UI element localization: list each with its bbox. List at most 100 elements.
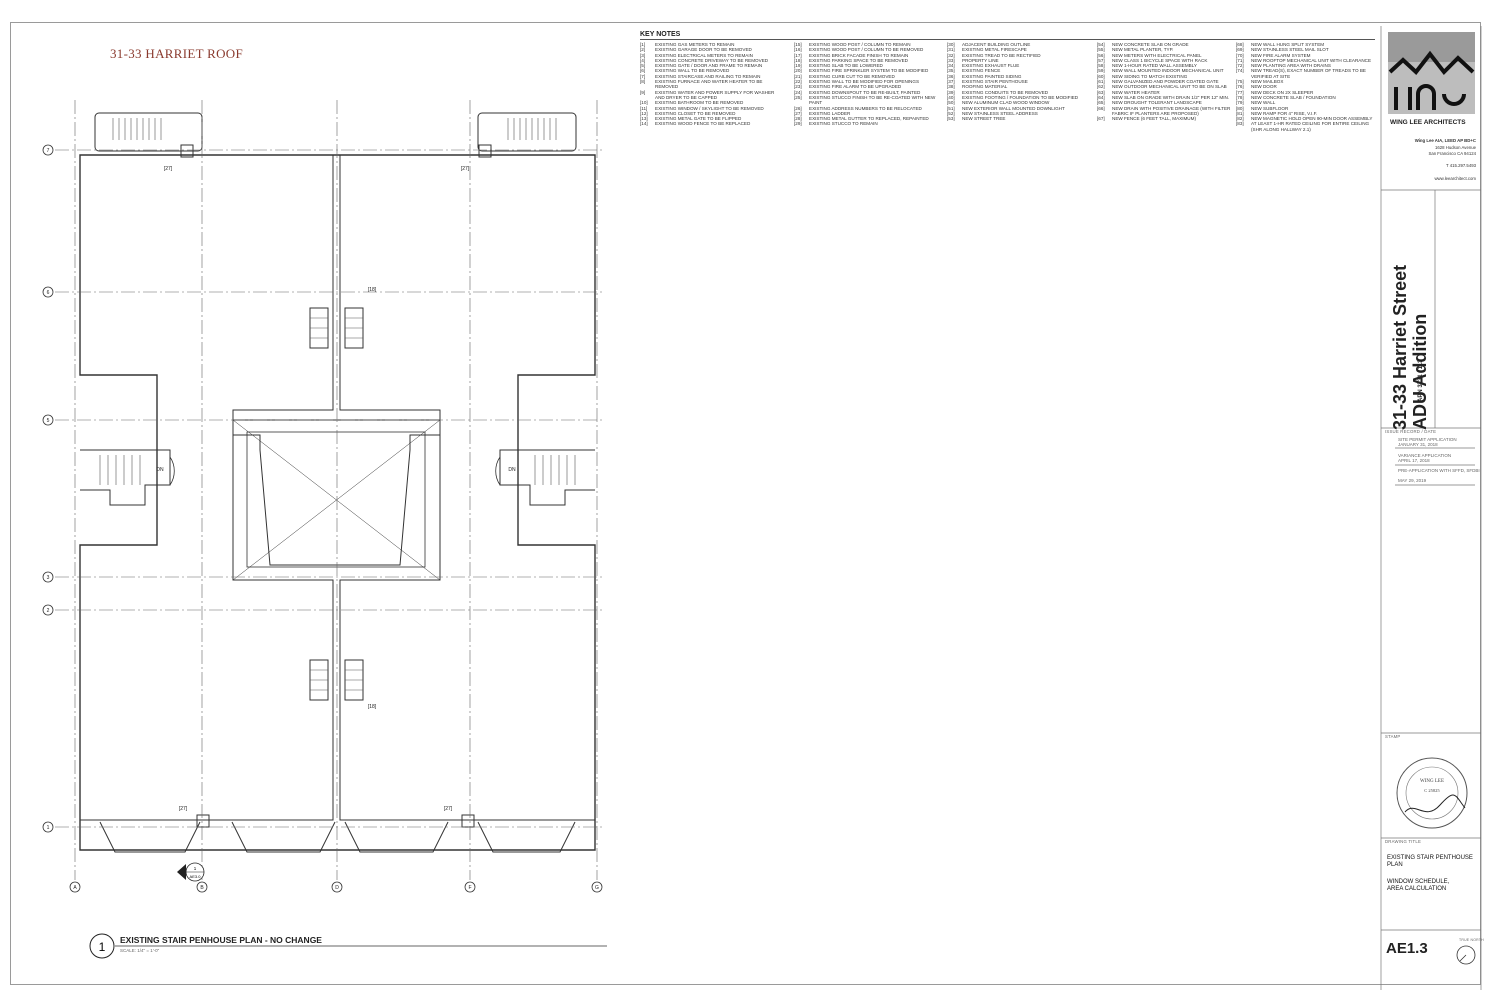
key-note-number: [80] <box>1236 105 1244 111</box>
key-note: [13]EXISTING METAL GATE TO BE FLIPPED <box>640 116 785 121</box>
key-note-text: EXISTING CONDUITS TO BE REMOVED <box>962 89 1049 95</box>
key-note-number: [13] <box>640 116 648 122</box>
key-note-number: [40] <box>947 94 955 100</box>
key-note: [63]NEW WATER HEATER <box>1097 90 1232 95</box>
key-note: [40]EXISTING FOOTING / FOUNDATION TO BE … <box>947 95 1087 100</box>
key-note-text: EXISTING WOOD POST / COLUMN TO REMAIN <box>809 42 911 47</box>
key-note-number: [11] <box>640 105 648 111</box>
stamp-heading: STAMP <box>1385 734 1401 739</box>
key-notes-column: [68]NEW WALL HUNG SPLIT SYSTEM[69]NEW ST… <box>1236 42 1376 132</box>
architect-stamp: WING LEE C 25825 <box>1396 757 1468 829</box>
key-note-text: NEW ALUMINUM CLAD WOOD WINDOW <box>962 100 1050 106</box>
key-note: [4] EXISTING CONCRETE DRIVEWAY TO BE REMO… <box>640 58 785 63</box>
key-note: [78] NEW CONCRETE SLAB / FOUNDATION <box>1236 95 1376 100</box>
key-note-text: NEW CONCRETE SLAB ON GRADE <box>1112 42 1189 47</box>
north-arrow-icon <box>1456 945 1476 965</box>
issue-1-date: JANUARY 31, 2018 <box>1398 442 1438 447</box>
key-note: [21]EXISTING CURB CUT TO BE REMOVED <box>794 74 939 79</box>
key-note: [77]NEW DECK ON 2X SLEEPER <box>1236 90 1376 95</box>
grid-label-1: 1 <box>47 825 50 831</box>
key-note-text: NEW GALVANIZED AND POWDER COATED GATE <box>1112 79 1219 85</box>
key-note: [17]EXISTING BRICK FACADE FINISH TO REMA… <box>794 53 939 58</box>
firm-address-1: 1628 Hudson Avenue <box>1434 145 1476 150</box>
key-note-number: [35] <box>947 68 955 74</box>
key-note-number: [61] <box>1097 79 1105 85</box>
central-lightwell <box>232 419 441 566</box>
key-note: [20]EXISTING FIRE SPRINKLER SYSTEM TO BE… <box>794 68 939 73</box>
key-note-text: EXISTING BATHROOM TO BE REMOVED <box>655 100 744 106</box>
key-note-text: NEW EXTERIOR WALL MOUNTED DOWNLIGHT <box>962 105 1065 111</box>
key-note: [29]EXISTING STUCCO TO REMAIN <box>794 121 939 126</box>
key-note-number: [55] <box>1097 47 1105 53</box>
key-note: [24]EXISTING DOWNSPOUT TO BE RE-BUILT, P… <box>794 90 939 95</box>
key-note-number: [25] <box>794 94 802 100</box>
issue-heading: ISSUE RECORD / DATE <box>1385 429 1437 434</box>
key-note-number: [78] <box>1236 94 1244 100</box>
key-note-number: [75] <box>1236 79 1244 85</box>
key-note: [55]NEW METAL PLANTER, TYP. <box>1097 47 1232 52</box>
project-title-block: 31-33 Harriet Street ADU Addition <box>1375 195 1445 430</box>
key-note-text: EXISTING FENCE <box>962 68 1001 74</box>
key-note: [37] EXISTING STAIR PENTHOUSE <box>947 79 1087 84</box>
svg-text:C 25825: C 25825 <box>1424 788 1440 793</box>
key-note-number: [56] <box>1097 52 1105 58</box>
key-note-number: [27] <box>794 110 802 116</box>
issue-1: SITE PERMIT APPLICATION <box>1398 437 1457 442</box>
key-note-number: [37] <box>947 79 955 85</box>
key-note-number: [7] <box>640 73 646 79</box>
key-note-text: NEW CONCRETE SLAB / FOUNDATION <box>1251 94 1336 100</box>
key-note-number: [33] <box>947 57 955 63</box>
sheet-number: AE1.3 <box>1386 940 1428 957</box>
key-note-text: NEW TREAD(S), EXACT NUMBER OF TREADS TO … <box>1251 68 1366 79</box>
key-notes-column: [1]EXISTING GAS METERS TO REMAIN[2] EXIST… <box>640 42 785 127</box>
key-note-text: NEW WATER HEATER <box>1112 89 1160 95</box>
key-note: [35] EXISTING FENCE <box>947 68 1087 73</box>
roof-title: 31-33 HARRIET ROOF <box>110 46 244 61</box>
key-note-text: EXISTING WATER AND POWER SUPPLY FOR WASH… <box>655 89 775 100</box>
key-note: [25]EXISTING STUCCO FINISH TO BE RE-COAT… <box>794 95 939 106</box>
grid-bubble-7 <box>42 144 54 156</box>
key-note: [66]NEW DRAIN WITH POSITIVE DRAINAGE (WI… <box>1097 106 1232 117</box>
key-note: [54]NEW CONCRETE SLAB ON GRADE <box>1097 42 1232 47</box>
key-note-number: [2] <box>640 47 646 53</box>
ladder-top-left <box>180 144 194 158</box>
key-notes-column: [30]ADJACENT BUILDING OUTLINE[31]EXISTIN… <box>947 42 1087 121</box>
key-note: [1]EXISTING GAS METERS TO REMAIN <box>640 42 785 47</box>
key-note-number: [38] <box>947 84 955 90</box>
key-note-number: [83] <box>1236 121 1244 127</box>
key-note-number: [9] <box>640 89 646 95</box>
key-note-number: [82] <box>1236 116 1244 122</box>
key-note-number: [51] <box>947 105 955 111</box>
grid-label-5: 5 <box>47 418 50 424</box>
firm-person: Wing Lee AIA, LEED AP BD+C <box>1414 138 1476 143</box>
key-note-text: NEW 1-HOUR RATED WALL ASSEMBLY <box>1112 63 1197 69</box>
svg-text:WING LEE: WING LEE <box>1420 779 1444 784</box>
drawing-sheet-border <box>10 22 1481 985</box>
key-note: [75] NEW MAILBOX <box>1236 79 1376 84</box>
key-note: [3]EXISTING ELECTRICAL METERS TO REMAIN <box>640 53 785 58</box>
key-note-text: EXISTING CONCRETE DRIVEWAY TO BE REMOVED <box>655 57 769 63</box>
svg-text:AE3.0: AE3.0 <box>190 874 202 879</box>
key-note-text: NEW SIDING TO MATCH EXISTING <box>1112 73 1188 79</box>
key-note-text: PROPERTY LINE <box>962 57 999 63</box>
key-note-number: [65] <box>1097 100 1105 106</box>
key-note-number: [4] <box>640 57 646 63</box>
key-note-text: EXISTING CURB CUT TO BE REMOVED <box>809 73 895 79</box>
view-scale: SCALE: 1/4" = 1'-0" <box>120 948 160 953</box>
key-note-number: [70] <box>1236 52 1244 58</box>
key-note-text: NEW ROOFTOP MECHANICAL UNIT WITH CLEARAN… <box>1251 57 1372 63</box>
key-note: [80]NEW SUBFLOOR <box>1236 106 1376 111</box>
bay-window-1 <box>99 821 201 853</box>
issue-2-date: APRIL 17, 2018 <box>1398 458 1430 463</box>
key-note-text: EXISTING STAIR PENTHOUSE <box>962 79 1028 85</box>
key-note: [27]EXISTING LADDER <box>794 111 939 116</box>
key-note: [12]EXISTING CLOSET TO BE REMOVED <box>640 111 785 116</box>
key-note-number: [62] <box>1097 84 1105 90</box>
key-note-number: [81] <box>1236 110 1244 116</box>
grid-bubble-b <box>196 881 208 893</box>
key-note-text: NEW DRAIN WITH POSITIVE DRAINAGE (WITH F… <box>1112 105 1231 116</box>
key-note-number: [67] <box>1097 116 1105 122</box>
key-note: [71]NEW ROOFTOP MECHANICAL UNIT WITH CLE… <box>1236 58 1376 63</box>
key-note-text: NEW MAILBOX <box>1251 79 1284 85</box>
